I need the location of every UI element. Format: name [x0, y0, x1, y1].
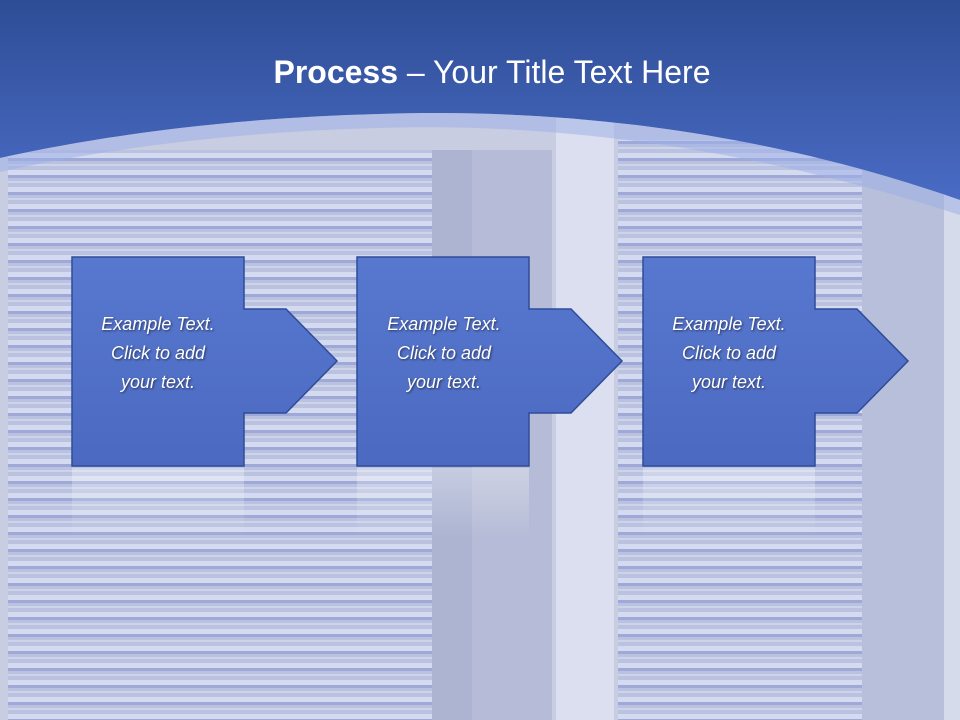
title-rest: – Your Title Text Here: [398, 54, 711, 90]
process-block-1[interactable]: [71, 256, 339, 467]
step-3-line-2: Click to add: [681, 343, 777, 363]
reflection-3: [643, 468, 815, 538]
header-glow: [0, 113, 960, 215]
step-1-line-3: your text.: [120, 372, 196, 392]
background-panel-white: [556, 110, 614, 720]
background-panel-right: [862, 160, 944, 720]
process-block-3[interactable]: [642, 256, 910, 467]
step-2-line-3: your text.: [406, 372, 482, 392]
reflection-2: [357, 468, 529, 538]
step-1-line-1: Example Text.: [101, 314, 215, 334]
step-2-line-2: Click to add: [396, 343, 492, 363]
process-block-2[interactable]: [356, 256, 624, 467]
step-2-line-1: Example Text.: [387, 314, 501, 334]
slide-title[interactable]: Process – Your Title Text Here: [0, 54, 960, 91]
header-band: [0, 0, 960, 200]
step-1-text[interactable]: Example Text. Click to add your text.: [72, 310, 244, 397]
title-strong: Process: [273, 54, 399, 90]
step-3-line-1: Example Text.: [672, 314, 786, 334]
step-1-line-2: Click to add: [110, 343, 206, 363]
step-2-text[interactable]: Example Text. Click to add your text.: [358, 310, 530, 397]
step-3-text[interactable]: Example Text. Click to add your text.: [643, 310, 815, 397]
step-3-line-3: your text.: [691, 372, 767, 392]
background-edge-right: [944, 180, 960, 720]
reflection-1: [72, 468, 244, 538]
